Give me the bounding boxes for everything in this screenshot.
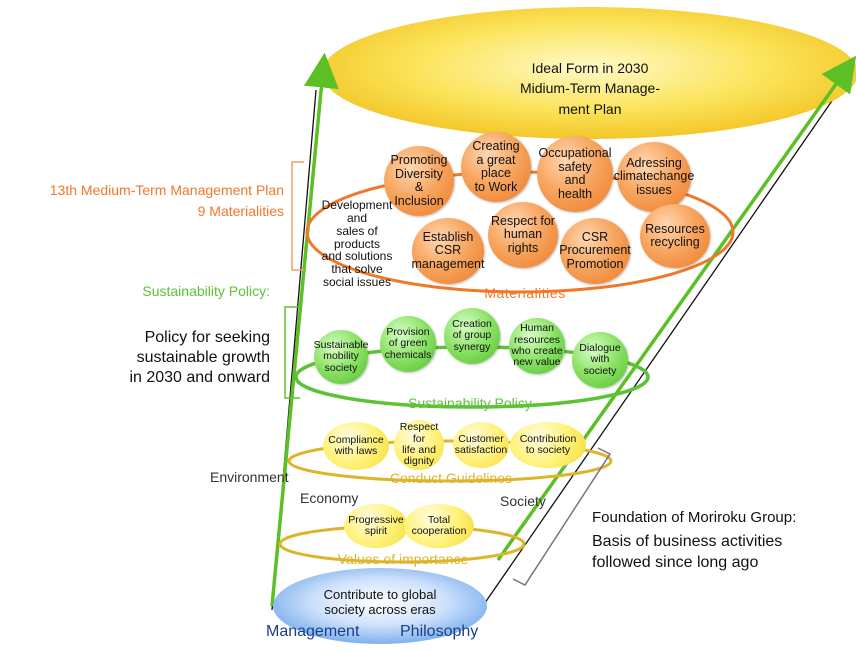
sustainability-ball: Human resources who create new value <box>509 318 565 374</box>
materiality-ball: Establish CSR management <box>412 218 484 284</box>
sustainability-ball: Sustainable mobility society <box>314 330 368 384</box>
materiality-ball: Respect for human rights <box>488 202 558 268</box>
conduct-ring <box>287 439 613 483</box>
materialities-bracket <box>291 161 304 271</box>
plan-title-label: 13th Medium-Term Management Plan 9 Mater… <box>49 182 284 219</box>
management-philosophy-text: Contribute to global society across eras <box>323 587 437 617</box>
conduct-ball: Customer satisfaction <box>453 422 509 468</box>
values-ball: Total cooperation <box>404 504 474 548</box>
sustainability-ball: Dialogue with society <box>572 332 628 388</box>
philosophy-label: Philosophy <box>400 623 479 640</box>
growth-arrow-right <box>496 55 856 562</box>
funnel-right-edge <box>479 81 846 611</box>
ideal-form-text: Ideal Form in 2030 Midium-Term Manage- m… <box>519 60 661 117</box>
foundation-bracket <box>512 447 612 586</box>
policy-desc-label: Policy for seeking sustainable growth in… <box>129 329 270 386</box>
management-philosophy-ellipse <box>273 568 487 644</box>
sustainability-policy-label: Sustainability Policy <box>408 395 532 411</box>
materiality-ball: Occupational safety and health <box>537 136 613 212</box>
economy-label: Economy <box>300 490 359 506</box>
conduct-guidelines-label: Conduct Guidelines <box>389 470 513 486</box>
growth-arrow-left <box>270 52 339 607</box>
sustainability-ball: Creation of group synergy <box>444 308 500 364</box>
sustainability-ball: Provision of green chemicals <box>380 316 436 372</box>
environment-label: Environment <box>210 469 289 485</box>
foundation-desc: Basis of business activities followed si… <box>592 533 783 571</box>
management-label: Management <box>266 623 360 640</box>
materiality-ball: Development and sales of products and so… <box>321 197 393 290</box>
conduct-ball: Contribution to society <box>510 422 586 468</box>
materiality-ball: Creating a great place to Work <box>461 132 531 202</box>
sustainability-bracket <box>284 306 300 399</box>
materiality-ball: CSR Procurement Promotion <box>559 218 631 284</box>
policy-heading-label: Sustainability Policy: <box>142 283 270 299</box>
society-label: Society <box>500 493 546 509</box>
materiality-ball: Promoting Diversity & Inclusion <box>384 146 454 216</box>
conduct-ball: Respect for life and dignity <box>394 420 444 470</box>
foundation-title: Foundation of Moriroku Group: <box>592 509 797 526</box>
ideal-form-ellipse <box>322 7 856 139</box>
conduct-ball: Compliance with laws <box>323 422 389 470</box>
materiality-ball: Resources recycling <box>640 204 710 268</box>
materialities-label: Materialities <box>484 285 566 301</box>
values-of-importance-label: Values of importance <box>337 551 469 567</box>
materiality-ball: Adressing climatechange issues <box>614 142 694 212</box>
values-ball: Progressive spirit <box>344 504 408 548</box>
